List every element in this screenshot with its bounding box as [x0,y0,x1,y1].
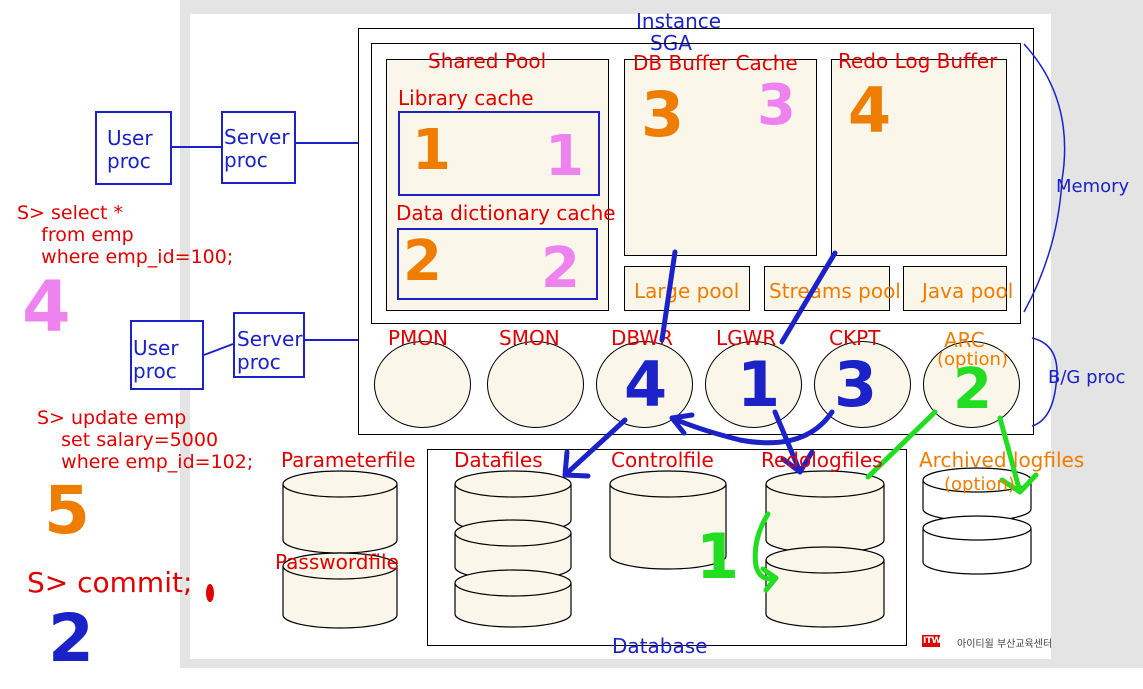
commit-red-mark [206,584,214,602]
library-cache-label: Library cache [398,86,534,110]
lgwr-label: LGWR [716,326,777,350]
memory-label: Memory [1056,176,1130,197]
parameterfile-label: Parameterfile [281,448,416,472]
update-orange-number: 5 [44,472,90,549]
instance-title: Instance [636,9,722,33]
sql-update: S> update emp set salary=5000 where emp_… [37,407,254,473]
buffer-to-dbwr-line [659,249,678,343]
java-pool-label: Java pool [922,279,1014,303]
user2-server2-line [203,343,234,356]
ckpt-to-dbwr-arrow [669,409,835,446]
logo-brand: ITWILL [923,636,955,646]
dbwr-circle [596,341,693,428]
user-proc-2 [130,320,204,390]
instance-box [358,28,1034,435]
bg-proc-label: B/G proc [1048,367,1126,388]
streams-pool-label: Streams pool [769,279,901,303]
database-box [427,449,907,646]
arc-option-label: (option) [937,349,1008,370]
arc-circle [923,341,1020,428]
sga-box [371,43,1021,324]
java-pool-box [903,266,1007,311]
lgwr-blue-number: 1 [737,348,781,421]
commit-blue-number: 2 [48,600,94,677]
redo-switch-arrow [752,511,779,593]
smon-label: SMON [499,326,560,350]
user-proc-2-label: User proc [133,336,179,383]
shared-pool-title: Shared Pool [428,49,547,73]
redologfiles-label: Redologfiles [761,448,883,472]
buffer-pink-number: 3 [757,73,796,138]
arc-to-archived-arrow [997,415,1039,495]
server-proc-1-label: Server proc [224,125,290,172]
sql-select: S> select * from emp where emp_id=100; [17,202,234,268]
controlfile-label: Controlfile [611,448,714,472]
redo-to-lgwr-line [779,250,838,345]
redo-log-buffer-box [831,59,1007,256]
data-dictionary-cache-label: Data dictionary cache [396,201,616,225]
user-proc-1-label: User proc [107,126,153,173]
database-label: Database [612,634,708,658]
dbwr-blue-number: 4 [624,348,668,421]
dict-cache-pink-number: 2 [541,236,580,301]
shared-pool-box [386,59,609,311]
server-proc-2 [233,312,305,378]
data-dictionary-cache-box [397,228,598,300]
arc-label: ARC [944,328,985,352]
archived-logfiles-label: Archived logfiles [919,448,1085,472]
redo-buffer-orange-number: 4 [848,74,892,147]
arc-from-redo-line [865,409,938,480]
redologfile-cylinder-2 [765,560,885,628]
redo-log-buffer-title: Redo Log Buffer [838,49,998,73]
large-pool-box [624,266,750,311]
arc-green-number: 2 [953,357,992,422]
datafiles-label: Datafiles [454,448,543,472]
ckpt-label: CKPT [829,326,881,350]
dbwr-to-datafiles-arrow [562,417,628,479]
server-proc-2-label: Server proc [237,327,303,374]
sql-commit: S> commit; [27,566,193,599]
archived-option-label: (option) [944,474,1015,495]
dict-cache-orange-number: 2 [403,229,442,294]
buffer-orange-number: 3 [641,78,685,151]
select-pink-number: 4 [22,266,71,348]
lib-cache-orange-number: 1 [412,118,451,183]
smon-circle [487,341,584,428]
passwordfile-label: Passwordfile [275,550,399,574]
lgwr-circle [705,341,802,428]
logo-mark [922,635,940,647]
server-proc-1 [221,111,296,184]
controlfile-cylinder [609,484,727,570]
user-proc-1 [95,111,172,185]
db-buffer-cache-title: DB Buffer Cache [633,51,798,75]
dbwr-label: DBWR [611,326,674,350]
pmon-label: PMON [388,326,449,350]
memory-brace [1023,43,1066,313]
pmon-circle [374,341,471,428]
large-pool-label: Large pool [634,279,740,303]
passwordfile-cylinder [282,566,398,629]
library-cache-box [398,111,600,196]
archived-cylinder-2 [922,528,1032,575]
logo-caption: 아이티윌 부산교육센터 [957,639,1053,650]
bg-proc-brace [1031,337,1058,427]
lib-cache-pink-number: 1 [545,124,584,189]
ckpt-blue-number: 3 [834,348,878,421]
db-buffer-cache-box [624,59,817,256]
redo-switch-green-number: 1 [696,520,740,593]
